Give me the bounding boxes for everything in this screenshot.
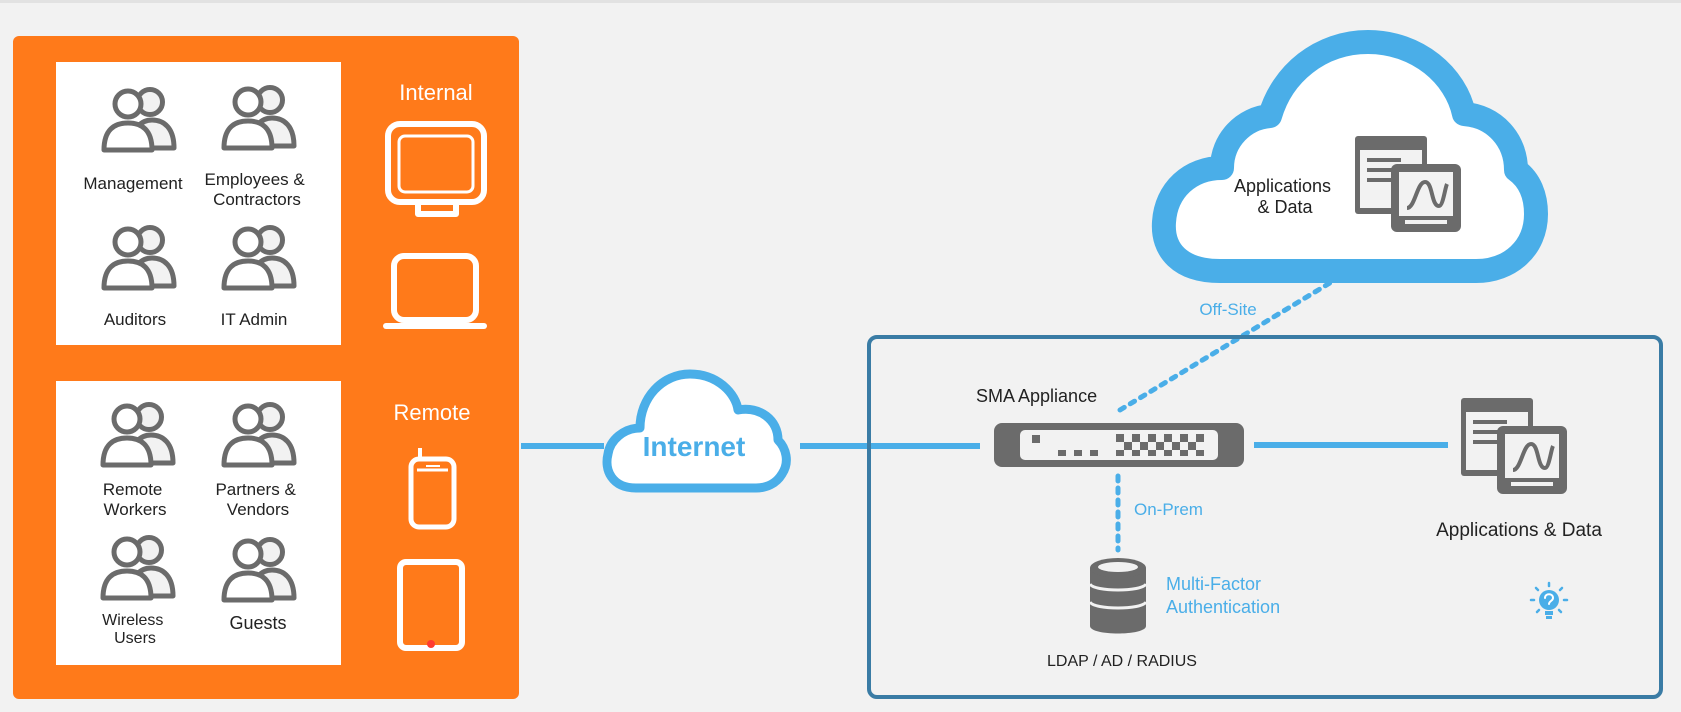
offsite-label: Off-Site — [1199, 300, 1256, 319]
internal-heading: Internal — [399, 80, 472, 105]
appliance-icon — [994, 423, 1244, 467]
user-remote-workers: Remote Workers — [103, 405, 173, 519]
datacenter-border — [867, 335, 1663, 699]
tablet-icon — [397, 559, 465, 651]
phone-icon — [408, 448, 457, 530]
user-wireless-users-label: Wireless Users — [102, 612, 168, 647]
offsite-dotted-link — [1117, 272, 1346, 413]
cloud-apps-label: Applications & Data — [1234, 176, 1336, 217]
user-auditors-label: Auditors — [104, 310, 166, 329]
user-management-label: Management — [83, 174, 183, 193]
applications-data-icon — [1459, 396, 1569, 496]
datacenter-apps-label: Applications & Data — [1436, 520, 1602, 541]
monitor-icon — [385, 121, 487, 217]
cloud-icon — [1151, 30, 1548, 283]
applications-cloud: Applications & Data — [1151, 30, 1548, 283]
remote-heading: Remote — [393, 400, 470, 425]
user-it-admin: IT Admin — [221, 228, 294, 329]
user-employees-contractors-label: Employees & Contractors — [205, 170, 310, 209]
user-partners-vendors: Partners & Vendors — [215, 405, 300, 519]
user-employees-contractors: Employees & Contractors — [205, 88, 310, 209]
internet-label: Internet — [643, 431, 746, 462]
user-guests-label: Guests — [229, 613, 286, 633]
internal-users-box — [56, 62, 341, 345]
users-panel: Management Employees & Contractors Audit… — [13, 36, 519, 699]
lightbulb-icon — [1529, 581, 1569, 619]
ldap-label: LDAP / AD / RADIUS — [1047, 653, 1197, 670]
sma-appliance-label: SMA Appliance — [976, 386, 1097, 406]
database-icon — [1088, 558, 1148, 634]
connections: Off-Site On-Prem — [521, 272, 1448, 553]
internet-cloud: Internet — [602, 369, 791, 493]
laptop-icon — [383, 253, 487, 329]
user-auditors: Auditors — [104, 228, 174, 329]
user-remote-workers-label: Remote Workers — [103, 480, 167, 519]
user-guests: Guests — [224, 540, 294, 633]
user-wireless-users: Wireless Users — [102, 538, 173, 647]
datacenter: SMA Appliance — [867, 335, 1663, 699]
mfa-label: Multi-Factor Authentication — [1166, 574, 1280, 617]
onprem-label: On-Prem — [1134, 500, 1203, 519]
cloud-icon — [602, 369, 791, 493]
user-management: Management — [83, 90, 183, 193]
user-it-admin-label: IT Admin — [221, 310, 288, 329]
remote-users-box — [56, 381, 341, 665]
user-partners-vendors-label: Partners & Vendors — [215, 480, 300, 519]
top-border — [0, 0, 1681, 3]
